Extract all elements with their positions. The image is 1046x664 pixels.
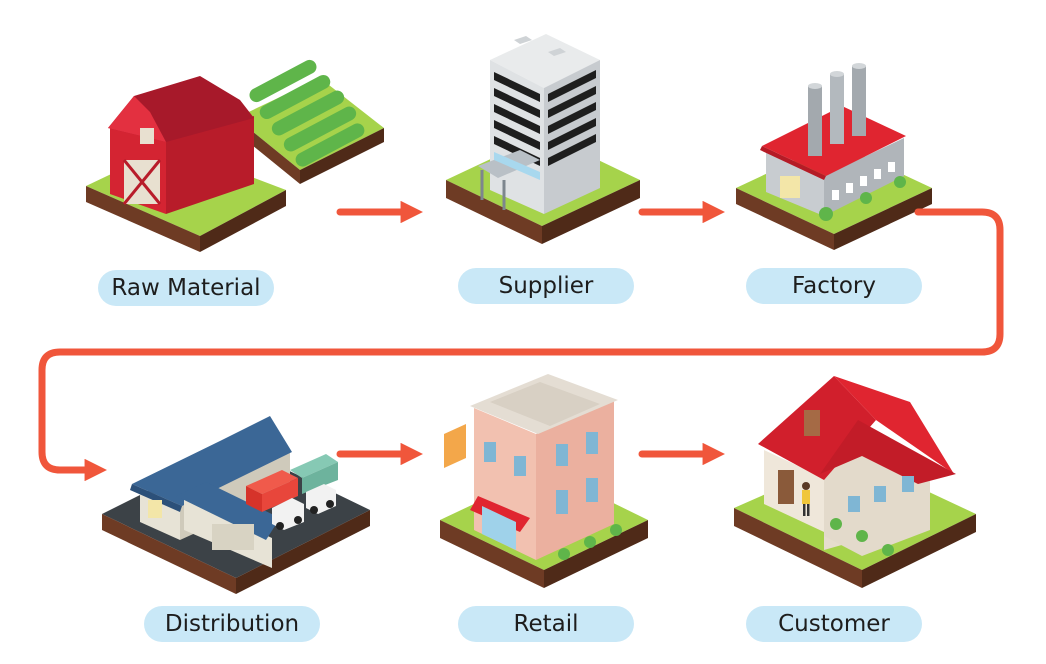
- flow-arrows: [38, 200, 1004, 482]
- warehouse-trucks-icon: [102, 416, 370, 594]
- label-distribution: Distribution: [144, 606, 320, 642]
- label-supplier: Supplier: [458, 268, 634, 304]
- retail-store-icon: [440, 374, 648, 588]
- label-retail: Retail: [458, 606, 634, 642]
- label-factory: Factory: [746, 268, 922, 304]
- label-raw-material: Raw Material: [98, 270, 274, 306]
- factory-icon: [736, 63, 932, 250]
- barn-farm-icon: [86, 59, 384, 252]
- label-customer: Customer: [746, 606, 922, 642]
- office-tower-icon: [446, 34, 640, 244]
- house-icon: [734, 376, 976, 588]
- arrow-factory-to-distribution: [38, 208, 1004, 482]
